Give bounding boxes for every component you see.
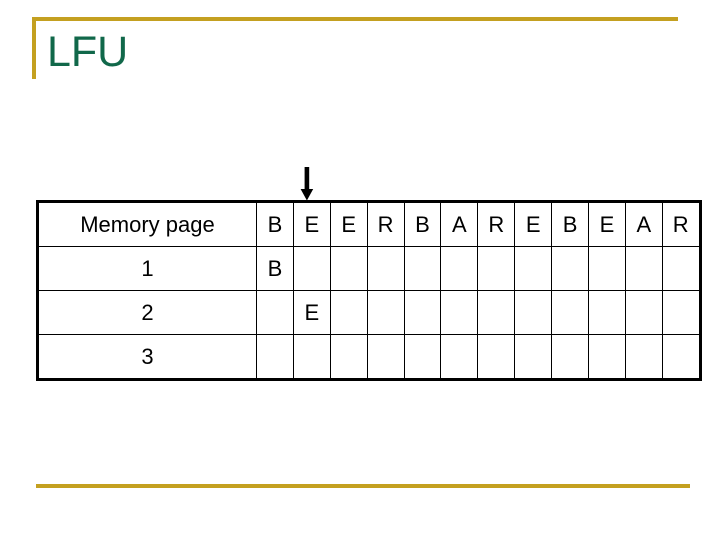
frame-3-slot-4	[403, 334, 442, 381]
frame-3-slot-11	[661, 334, 702, 381]
frame-2-slot-4	[403, 290, 442, 335]
frame-3-slot-9	[588, 334, 626, 381]
reference-cell-7: E	[514, 200, 553, 247]
frame-2-slot-0	[256, 290, 294, 335]
reference-cell-11: R	[661, 200, 702, 247]
frame-label-3: 3	[36, 334, 257, 381]
frame-1-slot-11	[661, 246, 702, 291]
reference-cell-3: R	[366, 200, 405, 247]
frame-2-slot-10	[624, 290, 663, 335]
frame-3-slot-3	[366, 334, 405, 381]
frame-1-slot-10	[624, 246, 663, 291]
frame-1-slot-3	[366, 246, 405, 291]
frame-1-slot-5	[440, 246, 479, 291]
table-header-row: Memory page B E E R B A R E B E A R	[36, 200, 702, 247]
frame-label-1: 1	[36, 246, 257, 291]
frame-3-slot-0	[256, 334, 294, 381]
frame-1-slot-7	[514, 246, 553, 291]
frame-1-slot-9	[588, 246, 626, 291]
frame-2-slot-7	[514, 290, 553, 335]
reference-cell-1: E	[292, 200, 331, 247]
frame-1-slot-0: B	[256, 246, 294, 291]
frame-3-slot-2	[329, 334, 368, 381]
frame-1-slot-4	[403, 246, 442, 291]
frame-3-slot-8	[551, 334, 590, 381]
frame-label-2: 2	[36, 290, 257, 335]
frame-3-slot-6	[477, 334, 516, 381]
frame-2-slot-9	[588, 290, 626, 335]
reference-cell-6: R	[477, 200, 516, 247]
frame-2-slot-5	[440, 290, 479, 335]
frame-2-slot-8	[551, 290, 590, 335]
frame-2-slot-11	[661, 290, 702, 335]
frame-2-slot-6	[477, 290, 516, 335]
frame-2-slot-2	[329, 290, 368, 335]
table-row: 1 B	[36, 246, 702, 291]
frame-1-slot-6	[477, 246, 516, 291]
header-rule-left	[32, 17, 36, 79]
frame-1-slot-1	[292, 246, 331, 291]
page-title: LFU	[47, 28, 129, 76]
reference-cell-5: A	[440, 200, 479, 247]
reference-cell-0: B	[256, 200, 294, 247]
frame-3-slot-1	[292, 334, 331, 381]
frame-3-slot-5	[440, 334, 479, 381]
frame-3-slot-7	[514, 334, 553, 381]
footer-rule	[36, 484, 690, 488]
header-rule-top	[32, 17, 678, 21]
memory-page-table: Memory page B E E R B A R E B E A R 1 B	[36, 200, 702, 381]
memory-page-header: Memory page	[36, 200, 257, 247]
frame-2-slot-1: E	[292, 290, 331, 335]
down-arrow-icon	[297, 167, 317, 201]
frame-1-slot-8	[551, 246, 590, 291]
reference-cell-8: B	[551, 200, 590, 247]
reference-cell-4: B	[403, 200, 442, 247]
table-row: 2 E	[36, 290, 702, 335]
reference-cell-10: A	[624, 200, 663, 247]
frame-3-slot-10	[624, 334, 663, 381]
frame-1-slot-2	[329, 246, 368, 291]
table-row: 3	[36, 334, 702, 381]
frame-2-slot-3	[366, 290, 405, 335]
reference-cell-9: E	[588, 200, 626, 247]
reference-cell-2: E	[329, 200, 368, 247]
